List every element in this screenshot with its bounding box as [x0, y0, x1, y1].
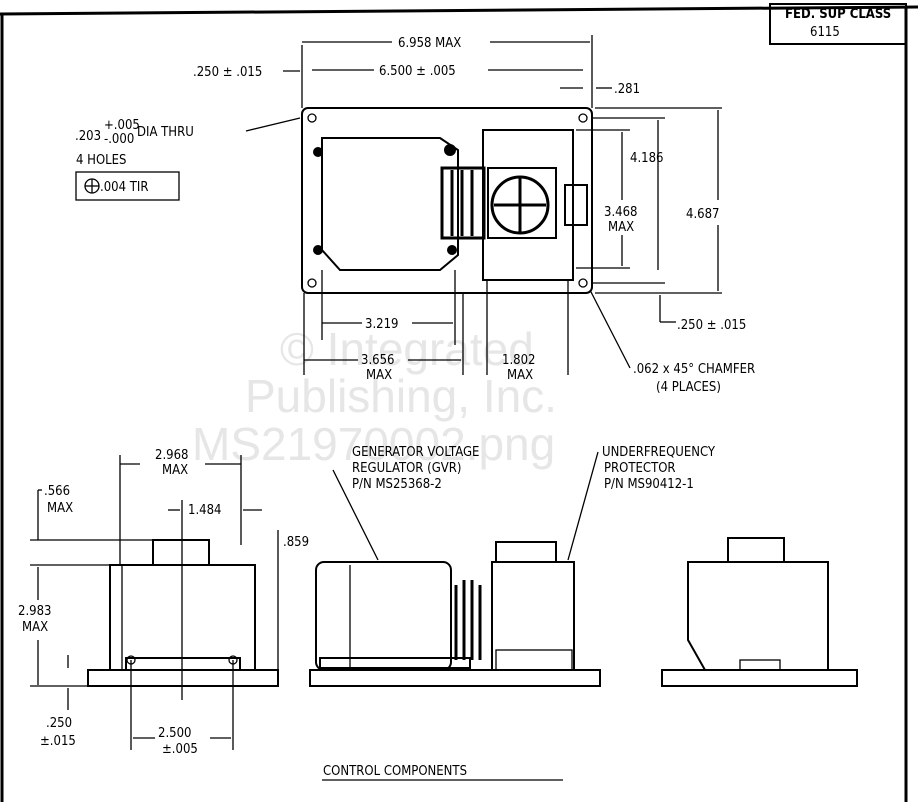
title-block: FED. SUP CLASS 6115: [769, 3, 907, 45]
watermark: © Integrated Publishing, Inc. MS21970002…: [192, 323, 557, 470]
dim-connector-max: MAX: [47, 501, 73, 516]
gvr-part-number: P/N MS25368-2: [352, 477, 442, 492]
dim-side-height: 2.983: [18, 604, 51, 619]
dim-height-component-max: MAX: [608, 220, 634, 235]
dim-base-tol: ±.015: [40, 734, 76, 749]
dim-half-width: 1.484: [188, 503, 221, 518]
dim-offset: .859: [283, 535, 309, 550]
dim-edge-offset-bottom: .250 ± .015: [677, 318, 746, 333]
watermark-line-1: © Integrated: [280, 323, 534, 375]
dim-width-gvr-max: MAX: [366, 368, 392, 383]
dim-edge-offset-left: .250 ± .015: [193, 65, 262, 80]
dim-hole-tol-minus: -.000: [104, 132, 134, 147]
front-view: GENERATOR VOLTAGE REGULATOR (GVR) P/N MS…: [309, 445, 716, 687]
dim-width-ufp-max: MAX: [507, 368, 533, 383]
title-block-label: FED. SUP CLASS: [785, 7, 891, 22]
dim-hole-spacing: 6.500 ± .005: [379, 64, 456, 79]
gvr-label-name: GENERATOR VOLTAGE: [352, 445, 479, 460]
dim-connector: .566: [44, 484, 70, 499]
dim-hole-diameter: .203: [75, 129, 101, 144]
dim-height-holes: 4.186: [630, 151, 663, 166]
dim-width-gvr: 3.656: [361, 353, 394, 368]
dim-edge-offset-right: .281: [614, 82, 640, 97]
dim-chamfer: .062 x 45° CHAMFER: [633, 362, 755, 377]
dim-overall-width: 6.958 MAX: [398, 36, 461, 51]
holes-count-label: 4 HOLES: [76, 153, 126, 168]
ufp-label-type: PROTECTOR: [604, 461, 676, 476]
dim-side-hole-spacing-tol: ±.005: [162, 742, 198, 757]
dim-base: .250: [46, 716, 72, 731]
dim-side-width: 2.968: [155, 448, 188, 463]
ufp-part-number: P/N MS90412-1: [604, 477, 694, 492]
dim-hole-tol-plus: +.005: [104, 118, 140, 133]
dim-chamfer-places: (4 PLACES): [656, 380, 721, 395]
gvr-fins: [454, 580, 482, 660]
dim-side-height-max: MAX: [22, 620, 48, 635]
title-block-value: 6115: [810, 25, 840, 40]
sheet-border: [0, 5, 919, 802]
dim-height-component: 3.468: [604, 205, 637, 220]
drawing-caption: CONTROL COMPONENTS: [323, 764, 467, 779]
gvr-label-abbrev: REGULATOR (GVR): [352, 461, 461, 476]
watermark-line-2: Publishing, Inc.: [245, 370, 557, 422]
dim-width-left: 3.219: [365, 317, 398, 332]
ufp-label-name: UNDERFREQUENCY: [602, 445, 716, 460]
dim-tir: .004 TIR: [100, 180, 148, 195]
watermark-line-3: MS21970002.png: [192, 418, 555, 470]
side-view: 2.968 MAX 1.484 .566 MAX .859 2.983 MAX …: [18, 448, 309, 757]
dim-height-overall: 4.687: [686, 207, 719, 222]
top-view: 6.958 MAX 6.500 ± .005 .250 ± .015 .281 …: [75, 35, 755, 395]
dim-hole-dia-thru: DIA THRU: [137, 125, 194, 140]
dim-side-width-max: MAX: [162, 463, 188, 478]
dim-side-hole-spacing: 2.500: [158, 726, 191, 741]
dim-width-ufp: 1.802: [502, 353, 535, 368]
end-view: [661, 537, 858, 687]
